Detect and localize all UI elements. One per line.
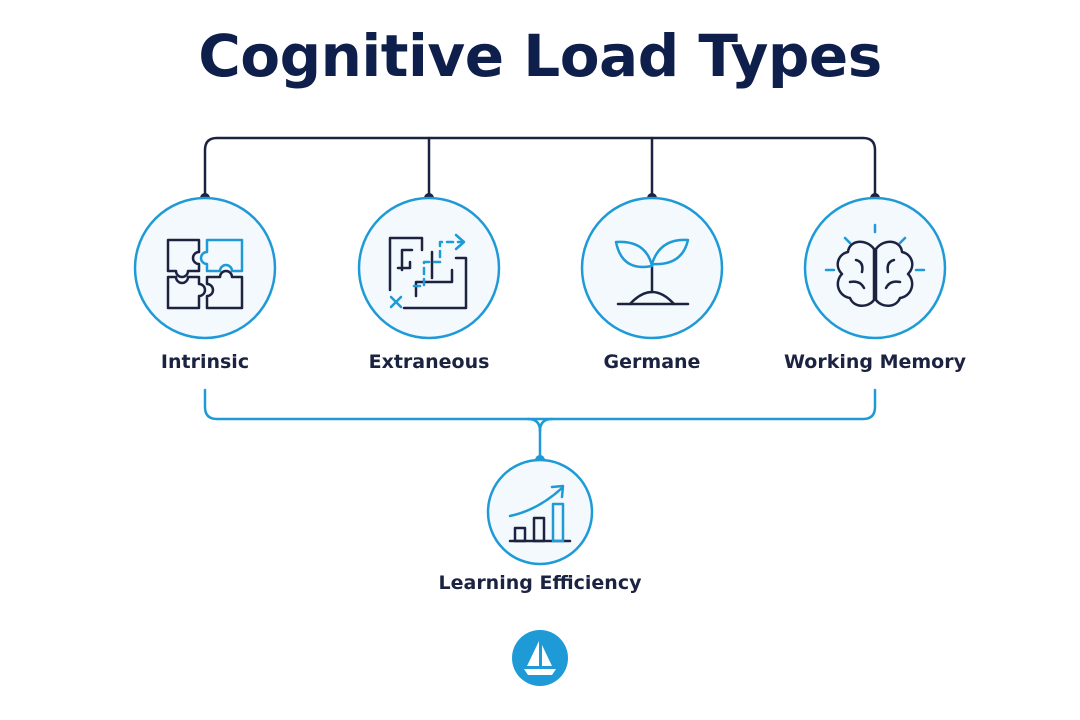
node-label-extraneous: Extraneous — [368, 351, 490, 373]
node-label-intrinsic: Intrinsic — [160, 351, 250, 373]
sailboat-logo-icon — [512, 630, 568, 686]
growth-chart-icon — [508, 484, 572, 543]
puzzle-icon — [166, 238, 244, 310]
maze-path-icon — [388, 233, 468, 310]
node-label-working-memory: Working Memory — [784, 351, 966, 373]
page-title: Cognitive Load Types — [198, 22, 882, 90]
brain-icon — [824, 223, 926, 307]
sprout-icon — [614, 238, 690, 306]
node-circles — [133, 196, 947, 566]
node-label-germane: Germane — [603, 351, 701, 373]
result-label: Learning Efficiency — [438, 572, 642, 594]
top-connector — [203, 136, 877, 198]
connector-dots — [200, 193, 880, 203]
bottom-connector — [203, 388, 877, 460]
